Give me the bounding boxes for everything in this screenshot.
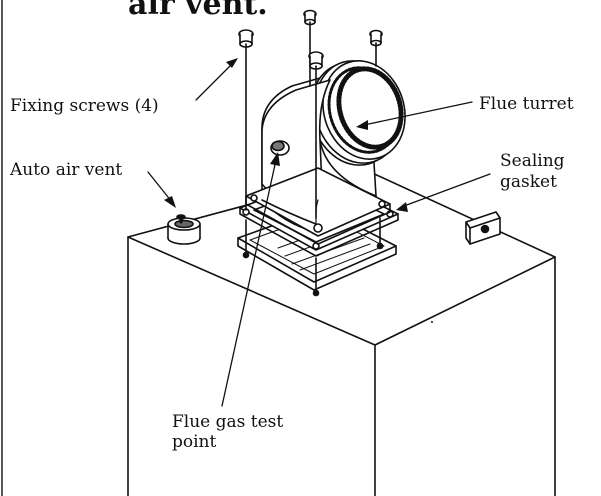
auto-air-vent-part (167, 214, 201, 245)
screw-3 (369, 29, 384, 250)
casing-bracket (465, 211, 501, 245)
label-flue-gas-test-point-line2: point (172, 432, 217, 452)
screw-1 (238, 29, 254, 259)
label-sealing-gasket-line2: gasket (500, 172, 557, 192)
leader-auto-air-vent (147, 171, 173, 203)
screw-2 (303, 9, 317, 87)
leader-sealing-gasket (403, 173, 491, 207)
leader-lines (147, 58, 491, 407)
fixing-screws-part (238, 9, 384, 297)
leader-fixing-screws (195, 61, 235, 101)
leader-flue-turret (363, 101, 473, 126)
heading-fragment: air vent. (128, 0, 268, 22)
label-flue-turret: Flue turret (479, 94, 574, 114)
flue-turret-part (245, 60, 406, 245)
label-fixing-screws: Fixing screws (4) (10, 96, 159, 116)
screw-4 (308, 51, 324, 297)
label-sealing-gasket-line1: Sealing (500, 151, 565, 171)
label-auto-air-vent: Auto air vent (10, 160, 123, 180)
leader-flue-gas-test-point (221, 159, 277, 407)
label-flue-gas-test-point-line1: Flue gas test (172, 412, 284, 432)
